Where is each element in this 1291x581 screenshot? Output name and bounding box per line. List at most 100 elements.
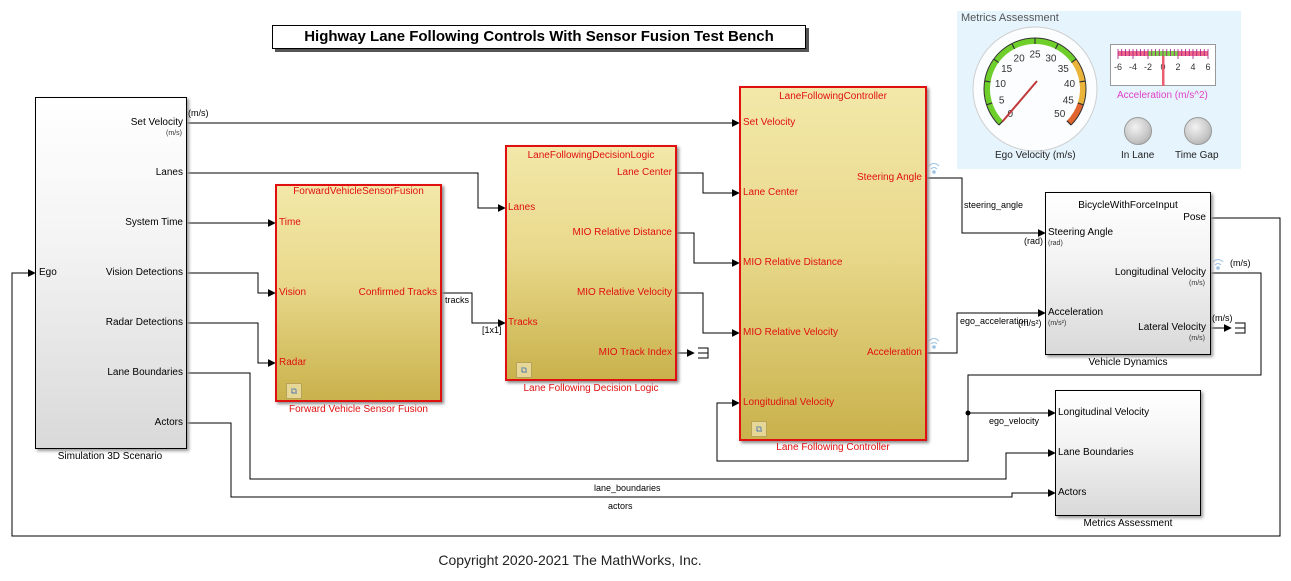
vehicle-dynamics-block[interactable]	[1045, 192, 1211, 355]
wire-lane-boundaries[interactable]	[186, 372, 1056, 480]
scenario-output-set-velocity: Set Velocity	[130, 117, 183, 128]
vehicle-input-acceleration-unit: (m/s²)	[1048, 320, 1067, 327]
tracks-signal-label: tracks	[445, 295, 470, 305]
lane-following-controller-block[interactable]	[739, 86, 927, 441]
sensor-fusion-name: ForwardVehicleSensorFusion	[293, 186, 424, 197]
controller-input-longitudinal-velocity: Longitudinal Velocity	[743, 397, 835, 408]
metrics-caption: Metrics Assessment	[1083, 518, 1173, 529]
scenario-output-actors: Actors	[154, 417, 183, 428]
scenario-output-radar-detections: Radar Detections	[105, 317, 183, 328]
dashboard-title: Metrics Assessment	[961, 12, 1059, 24]
gauge-tick	[1011, 43, 1016, 50]
gauge-label: Ego Velocity (m/s)	[995, 150, 1076, 161]
tracks-dimension-label: [1x1]	[482, 325, 502, 335]
gauge-tick-label: 10	[995, 79, 1007, 90]
wire-lanes[interactable]	[186, 172, 506, 212]
copyright-notice: Copyright 2020-2021 The MathWorks, Inc.	[438, 552, 702, 568]
controller-input-lane-center: Lane Center	[743, 187, 799, 198]
time-gap-label: Time Gap	[1175, 150, 1219, 161]
wire-vision[interactable]	[186, 272, 276, 297]
gauge-face	[972, 26, 1098, 152]
vehicle-input-acceleration: Acceleration	[1048, 307, 1104, 318]
vehicle-input-steering-unit: (rad)	[1048, 240, 1063, 247]
gauge-needle	[1001, 80, 1038, 123]
sensor-fusion-output-confirmed-tracks: Confirmed Tracks	[358, 287, 437, 298]
model-reference-icon[interactable]: ⧉	[286, 383, 302, 399]
model-reference-icon[interactable]: ⧉	[516, 362, 532, 378]
metrics-assessment-block[interactable]	[1055, 390, 1201, 516]
linear-gauge-tick-label: 4	[1190, 62, 1195, 72]
forward-vehicle-sensor-fusion-block[interactable]	[275, 184, 442, 402]
in-lane-lamp[interactable]	[1124, 117, 1152, 145]
gauge-tick-label: 40	[1064, 79, 1076, 90]
gauge-tick	[1071, 58, 1077, 64]
actors-signal-label: actors	[608, 501, 633, 511]
simulation-3d-scenario-block[interactable]	[35, 97, 187, 449]
gauge-tick	[1054, 43, 1059, 50]
metrics-input-actors: Actors	[1058, 487, 1087, 498]
controller-name: LaneFollowingController	[779, 91, 887, 102]
decision-output-mio-distance: MIO Relative Distance	[572, 227, 672, 238]
steering-unit-label: (rad)	[1024, 236, 1044, 246]
gauge-tick	[1079, 80, 1086, 83]
gauge-tick	[998, 120, 1004, 126]
scenario-output-system-time: System Time	[125, 217, 183, 228]
gauge-tick-label: 45	[1063, 95, 1075, 106]
set-velocity-unit-label: (m/s)	[188, 108, 209, 118]
in-lane-label: In Lane	[1121, 150, 1155, 161]
gauge-tick-label: 35	[1058, 64, 1070, 75]
gauge-tick-label: 30	[1045, 53, 1057, 64]
lat-vel-unit-label: (m/s)	[1212, 313, 1233, 323]
scenario-output-lane-boundaries: Lane Boundaries	[107, 367, 183, 378]
signal-logging-icons	[928, 163, 1224, 349]
time-gap-lamp[interactable]	[1184, 117, 1212, 145]
controller-output-steering-angle: Steering Angle	[856, 172, 922, 183]
wire-pose[interactable]	[11, 217, 1281, 537]
acceleration-linear-gauge[interactable]: -6-4-20246	[1110, 44, 1216, 86]
decision-output-lane-center: Lane Center	[616, 167, 672, 178]
gauge-tick	[986, 102, 993, 106]
steering-angle-signal-label: steering_angle	[964, 200, 1024, 210]
scenario-caption: Simulation 3D Scenario	[57, 451, 163, 462]
wire-radar[interactable]	[186, 322, 276, 367]
vehicle-dynamics-caption: Vehicle Dynamics	[1088, 357, 1168, 368]
scenario-output-vision-detections: Vision Detections	[105, 267, 183, 278]
decision-output-mio-velocity: MIO Relative Velocity	[576, 287, 672, 298]
wire-lane-center[interactable]	[674, 172, 740, 197]
vehicle-output-longitudinal-unit: (m/s)	[1189, 280, 1205, 287]
lane-following-decision-logic-block[interactable]	[505, 145, 677, 381]
gauge-tick	[993, 58, 999, 64]
linear-gauge-tick-label: 6	[1205, 62, 1210, 72]
model-reference-icon[interactable]: ⧉	[751, 421, 767, 437]
accel-unit-label: (m/s²)	[1018, 318, 1042, 328]
metrics-input-lane-boundaries: Lane Boundaries	[1058, 447, 1134, 458]
vehicle-output-longitudinal-velocity: Longitudinal Velocity	[1114, 267, 1206, 278]
controller-caption: Lane Following Controller	[776, 442, 890, 453]
vehicle-output-lateral-velocity: Lateral Velocity	[1138, 322, 1206, 333]
vehicle-output-pose: Pose	[1183, 212, 1206, 223]
wire-ego-velocity[interactable]	[716, 272, 1262, 462]
scenario-output-lanes: Lanes	[155, 167, 183, 178]
controller-output-acceleration: Acceleration	[866, 347, 922, 358]
wire-actors[interactable]	[186, 422, 1056, 498]
decision-output-mio-track-index: MIO Track Index	[598, 347, 672, 358]
gauge-tick-label: 0	[1007, 109, 1013, 120]
controller-input-mio-distance: MIO Relative Distance	[743, 257, 843, 268]
metrics-input-longitudinal-velocity: Longitudinal Velocity	[1058, 407, 1150, 418]
sensor-fusion-input-radar: Radar	[279, 357, 307, 368]
wire-ego-acceleration[interactable]	[925, 309, 1046, 354]
ego-acceleration-signal-label: ego_acceleration	[960, 316, 1029, 326]
gauge-tick-label: 15	[1001, 64, 1013, 75]
sensor-fusion-input-vision: Vision	[279, 287, 307, 298]
wire-tracks[interactable]	[440, 292, 506, 327]
wire-steering-angle[interactable]	[925, 177, 1046, 237]
wire-mio-distance[interactable]	[674, 232, 740, 267]
vehicle-dynamics-name: BicycleWithForceInput	[1078, 200, 1178, 211]
linear-gauge-tick-label: -2	[1144, 62, 1152, 72]
linear-gauge-tick-label: -4	[1129, 62, 1137, 72]
wire-mio-velocity[interactable]	[674, 292, 740, 337]
controller-input-set-velocity: Set Velocity	[743, 117, 796, 128]
decision-input-lanes: Lanes	[508, 202, 536, 213]
